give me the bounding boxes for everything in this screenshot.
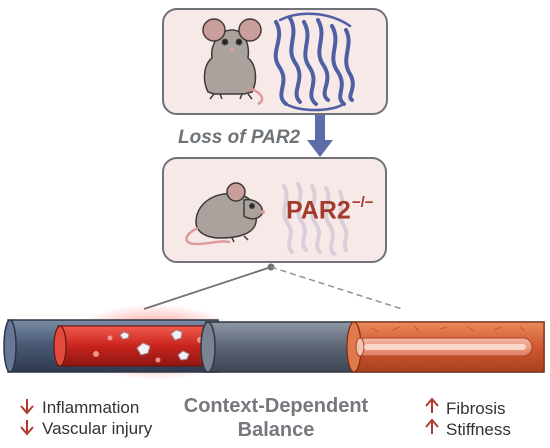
outcome-inflammation: Inflammation — [42, 398, 139, 418]
receptor-faded-icon — [282, 182, 349, 256]
balance-line-1: Context-Dependent — [183, 395, 369, 417]
receptor-protein-icon — [273, 12, 355, 112]
vessel-left — [3, 304, 245, 380]
down-arrow — [307, 115, 333, 157]
mouse-standing-icon — [202, 18, 264, 106]
outcome-label: Stiffness — [446, 420, 511, 439]
zoom-line-right — [270, 266, 403, 310]
gene-name: PAR2 — [286, 196, 351, 225]
loss-of-par2-label: Loss of PAR2 — [178, 127, 301, 148]
par2-knockout-label: PAR2−/− — [286, 194, 374, 225]
vessel-right — [200, 321, 545, 373]
outcome-label: Vascular injury — [42, 419, 153, 438]
decrease-arrow-icon — [20, 420, 34, 436]
outcome-label: Fibrosis — [446, 399, 506, 418]
outcome-stiffness: Stiffness — [446, 420, 511, 440]
zoom-line-left — [143, 266, 272, 310]
mouse-crouching-icon — [185, 182, 265, 246]
genotype-superscript: −/− — [351, 194, 374, 211]
increase-arrow-icon — [425, 397, 439, 413]
balance-line-2: Balance — [237, 419, 315, 441]
outcome-vascular-injury: Vascular injury — [42, 419, 152, 439]
balance-title: Context-Dependent Balance — [160, 394, 392, 442]
decrease-arrow-icon — [20, 399, 34, 415]
increase-arrow-icon — [425, 418, 439, 434]
outcome-label: Inflammation — [42, 398, 140, 417]
outcome-fibrosis: Fibrosis — [446, 399, 506, 419]
